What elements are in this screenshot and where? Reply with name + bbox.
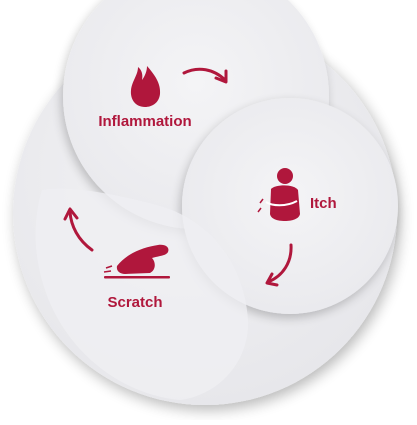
scratch-lobe xyxy=(35,188,249,400)
arrow-itch-to-scratch-icon xyxy=(265,243,293,287)
flame-icon xyxy=(130,66,161,107)
self-hug-person-icon xyxy=(257,168,300,221)
arrow-inflammation-to-itch-icon xyxy=(182,67,228,84)
scratching-hand-icon xyxy=(103,244,170,279)
itch-label: Itch xyxy=(310,195,337,212)
scratch-label: Scratch xyxy=(107,294,163,311)
inflammation-label: Inflammation xyxy=(98,113,192,130)
arrow-scratch-to-inflammation-icon xyxy=(63,207,94,252)
